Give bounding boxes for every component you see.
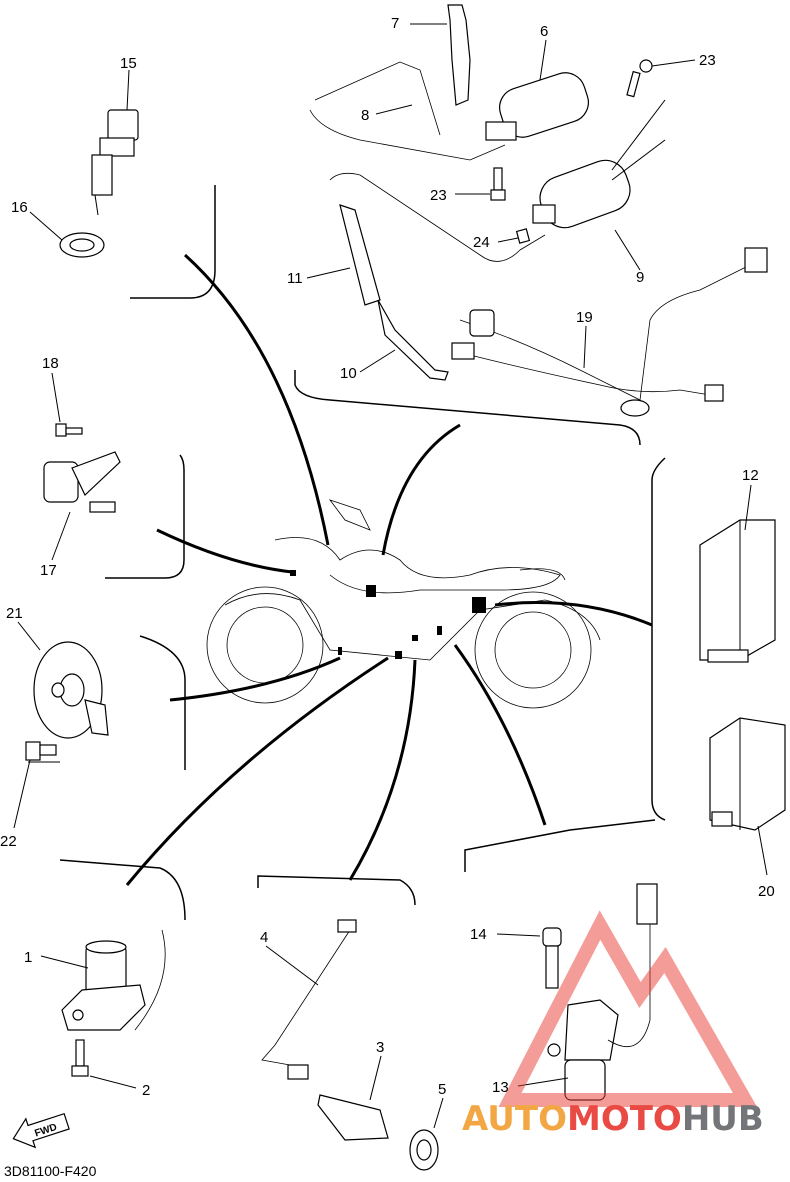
part-label-17: 17 [40,562,57,579]
diagram-code: 3D81100-F420 [4,1163,97,1179]
wire-harness-19 [451,247,768,417]
part-label-9: 9 [636,269,644,286]
part-label-16: 16 [11,199,28,216]
part-label-14: 14 [470,926,487,943]
part-label-5: 5 [438,1081,446,1098]
part-label-10: 10 [340,365,357,382]
part-label-19: 19 [576,309,593,326]
watermark-text: AUTOMOTOHUB [462,1099,764,1139]
watermark-hub: HUB [682,1099,764,1139]
ignition-coil-9 [532,159,631,229]
plug-cap-10 [377,299,449,381]
part-label-23b: 23 [430,187,447,204]
watermark-logo-icon [498,910,758,1107]
ecu-12 [699,519,776,663]
motorcycle-outline [206,499,601,709]
sensor-13 [547,883,658,1101]
nut-24 [515,228,531,244]
bolt-23-mid [490,167,506,201]
part-label-3: 3 [376,1039,384,1056]
part-label-24: 24 [473,234,490,251]
bolt-14 [542,927,562,989]
part-label-15: 15 [120,55,137,72]
bolt-18 [55,423,83,437]
part-label-22: 22 [0,833,17,850]
fwd-arrow: FWD [12,1112,70,1149]
watermark-auto: AUTO [462,1099,567,1139]
part-label-8: 8 [361,107,369,124]
watermark-moto: MOTO [567,1099,682,1139]
part-label-23a: 23 [699,52,716,69]
bolt-22 [25,741,57,761]
part-label-18: 18 [42,355,59,372]
hi-tension-cord-11 [329,172,546,306]
plug-cap-7 [447,4,471,106]
part-label-21: 21 [6,605,23,622]
crank-sensor-1 [61,929,166,1031]
screw-2 [71,1039,89,1077]
watermark: AUTOMOTOHUB [462,910,764,1139]
leader-lines [13,23,768,1129]
horn-21 [33,641,109,739]
part-label-2: 2 [142,1082,150,1099]
part-label-11: 11 [287,270,303,287]
thermo-sensor [91,109,139,216]
part-label-4: 4 [260,929,268,946]
part-label-20: 20 [758,883,775,900]
speed-sensor-17 [43,451,121,513]
hi-tension-cord-8 [309,61,506,161]
part-label-7: 7 [391,15,399,32]
part-labels: 15 16 7 6 8 23 23 24 9 11 10 19 18 17 12… [0,15,775,1099]
part-label-6: 6 [540,23,548,40]
relay-20 [709,717,786,831]
part-label-12: 12 [742,467,759,484]
bolt-23-top [626,59,653,98]
gasket-16 [59,232,105,258]
part-label-13: 13 [492,1079,509,1096]
o2-sensor-3 [261,919,389,1141]
callout-frames [59,185,666,921]
part-label-1: 1 [24,949,32,966]
pointer-lines [125,253,653,886]
ignition-coil-6 [485,72,589,141]
gasket-5 [409,1129,439,1171]
